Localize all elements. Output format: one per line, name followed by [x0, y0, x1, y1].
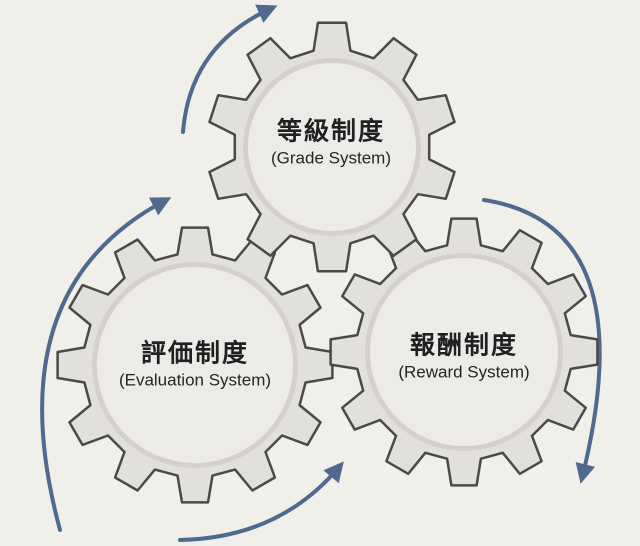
arrow-to-evaluation-bottom-icon — [178, 461, 344, 542]
grade-system-label: 等級制度 (Grade System) — [271, 115, 391, 170]
grade-system-title: 等級制度 — [276, 116, 386, 146]
reward-system-title: 報酬制度 — [409, 330, 518, 360]
gear-hub — [97, 267, 293, 463]
arrow-to-evaluation-top-icon — [40, 197, 172, 532]
gear-hub — [370, 258, 558, 446]
reward-system-subtitle: (Reward System) — [398, 362, 530, 382]
arrow-to-grade-icon — [181, 4, 278, 134]
evaluation-system-title: 評価制度 — [140, 338, 249, 368]
evaluation-system-subtitle: (Evaluation System) — [118, 370, 272, 390]
evaluation-gear-icon — [56, 226, 334, 504]
reward-gear-icon — [329, 217, 599, 487]
reward-system-label: 報酬制度 (Reward System) — [398, 329, 529, 384]
arrow-to-reward-icon — [482, 198, 602, 484]
evaluation-system-label: 評価制度 (Evaluation System) — [119, 337, 271, 392]
grade-gear-icon — [208, 21, 456, 273]
gear-hub — [248, 63, 416, 231]
grade-system-subtitle: (Grade System) — [271, 148, 391, 168]
